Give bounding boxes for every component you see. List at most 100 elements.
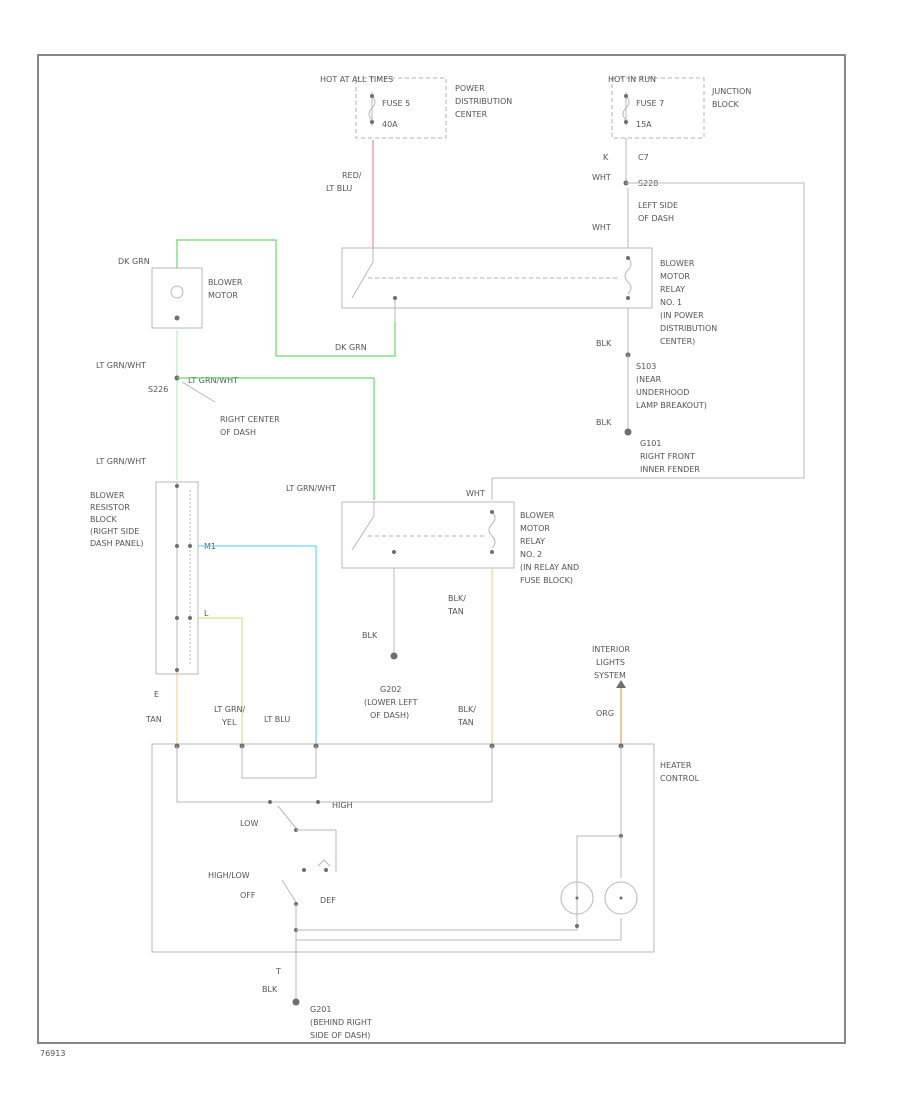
interior-lights-label: INTERIOR LIGHTS SYSTEM — [592, 645, 631, 680]
fuse-5-label: FUSE 5 — [382, 99, 410, 108]
svg-text:NO. 1: NO. 1 — [660, 298, 682, 307]
diagram-frame — [37, 54, 846, 1044]
svg-text:UNDERHOOD: UNDERHOOD — [636, 388, 689, 397]
blk-label-1: BLK — [596, 339, 612, 348]
interior-lights-arrow — [616, 680, 626, 688]
svg-text:DISTRIBUTION: DISTRIBUTION — [455, 97, 512, 106]
g202-label: G202 (LOWER LEFT OF DASH) — [364, 685, 418, 720]
hot-in-run-label: HOT IN RUN — [608, 75, 656, 84]
svg-text:BLOWER: BLOWER — [208, 278, 243, 287]
svg-text:NO. 2: NO. 2 — [520, 550, 542, 559]
blower-motor-relay-2-label: BLOWER MOTOR RELAY NO. 2 (IN RELAY AND F… — [520, 511, 579, 585]
pin-l-label: L — [204, 609, 209, 618]
svg-text:SIDE OF DASH): SIDE OF DASH) — [310, 1031, 370, 1040]
svg-text:RELAY: RELAY — [520, 537, 545, 546]
lt-grn-wht-label-4: LT GRN/WHT — [286, 484, 336, 493]
svg-text:(LOWER LEFT: (LOWER LEFT — [364, 698, 418, 707]
high-low-label: HIGH/LOW — [208, 871, 250, 880]
svg-text:DISTRIBUTION: DISTRIBUTION — [660, 324, 717, 333]
dk-grn-wire — [176, 239, 396, 357]
heater-control-label: HEATER CONTROL — [660, 761, 700, 783]
fuse-7-rating: 15A — [636, 120, 652, 129]
svg-text:RESISTOR: RESISTOR — [90, 503, 130, 512]
svg-text:OF DASH: OF DASH — [638, 214, 674, 223]
org-label: ORG — [596, 709, 614, 718]
svg-text:BLOWER: BLOWER — [520, 511, 555, 520]
svg-text:INNER FENDER: INNER FENDER — [640, 465, 700, 474]
svg-text:(IN RELAY AND: (IN RELAY AND — [520, 563, 579, 572]
wht-label-1: WHT — [592, 173, 611, 182]
svg-text:DASH PANEL): DASH PANEL) — [90, 539, 144, 548]
svg-text:RIGHT CENTER: RIGHT CENTER — [220, 415, 280, 424]
svg-text:(RIGHT SIDE: (RIGHT SIDE — [90, 527, 139, 536]
svg-text:MOTOR: MOTOR — [208, 291, 238, 300]
blk-label-4: BLK — [262, 985, 278, 994]
svg-text:G201: G201 — [310, 1005, 331, 1014]
wht-label-3: WHT — [466, 489, 485, 498]
red-wire-label: RED/ — [342, 171, 362, 180]
svg-text:OF DASH): OF DASH) — [370, 711, 409, 720]
lt-blu-label: LT BLU — [264, 715, 290, 724]
lt-grn-yel-label: LT GRN/ YEL — [214, 705, 246, 727]
svg-text:POWER: POWER — [455, 84, 485, 93]
g201-ground — [292, 998, 300, 1006]
fuse-7-label: FUSE 7 — [636, 99, 664, 108]
blower-motor-relay-1-label: BLOWER MOTOR RELAY NO. 1 (IN POWER DISTR… — [660, 259, 717, 346]
lt-blu-wire-label: LT BLU — [326, 184, 352, 193]
s103-label: S103 (NEAR UNDERHOOD LAMP BREAKOUT) — [636, 362, 707, 410]
power-distribution-center-label: POWER DISTRIBUTION CENTER — [455, 84, 512, 119]
pin-k-label: K — [603, 153, 609, 162]
dk-grn-label-2: DK GRN — [335, 343, 367, 352]
svg-text:LT GRN/: LT GRN/ — [214, 705, 246, 714]
svg-text:BLOWER: BLOWER — [90, 491, 125, 500]
svg-text:JUNCTION: JUNCTION — [711, 87, 751, 96]
lt-blu-wire — [198, 545, 317, 744]
high-label: HIGH — [332, 801, 353, 810]
blk-label-2: BLK — [596, 418, 612, 427]
fuse-5-box — [355, 77, 447, 139]
blower-motor-relay-1 — [341, 247, 653, 309]
svg-text:CENTER: CENTER — [455, 110, 488, 119]
svg-text:TAN: TAN — [447, 607, 464, 616]
lt-grn-wht-label-2: LT GRN/WHT — [188, 376, 238, 385]
svg-text:BLK/: BLK/ — [448, 594, 466, 603]
heater-control — [151, 743, 655, 953]
svg-text:G202: G202 — [380, 685, 401, 694]
wht-label-2: WHT — [592, 223, 611, 232]
svg-text:G101: G101 — [640, 439, 661, 448]
svg-text:BLOWER: BLOWER — [660, 259, 695, 268]
low-label: LOW — [240, 819, 258, 828]
blower-motor-label: BLOWER MOTOR — [208, 278, 243, 300]
svg-text:YEL: YEL — [221, 718, 237, 727]
lt-grn-wht-label-3: LT GRN/WHT — [96, 457, 146, 466]
wht-wire-to-relay-2 — [491, 182, 805, 500]
svg-text:CONTROL: CONTROL — [660, 774, 700, 783]
right-center-dash-label: RIGHT CENTER OF DASH — [220, 415, 280, 437]
svg-text:HEATER: HEATER — [660, 761, 692, 770]
dk-grn-label-1: DK GRN — [118, 257, 150, 266]
svg-text:LIGHTS: LIGHTS — [596, 658, 625, 667]
pin-e-label: E — [154, 690, 159, 699]
svg-text:SYSTEM: SYSTEM — [594, 671, 626, 680]
lt-grn-yel-wire — [198, 617, 243, 744]
svg-text:(BEHIND RIGHT: (BEHIND RIGHT — [310, 1018, 372, 1027]
blk-tan-label-1: BLK/ TAN — [447, 594, 466, 616]
fuse-7-box — [611, 77, 705, 139]
svg-text:BLOCK: BLOCK — [712, 100, 740, 109]
blk-tan-label-2: BLK/ TAN — [457, 705, 476, 727]
lt-grn-wht-wire-2 — [177, 377, 375, 500]
def-label: DEF — [320, 896, 336, 905]
g201-label: G201 (BEHIND RIGHT SIDE OF DASH) — [310, 1005, 372, 1040]
left-side-dash-label: LEFT SIDE OF DASH — [638, 201, 678, 223]
svg-text:TAN: TAN — [457, 718, 474, 727]
svg-text:S103: S103 — [636, 362, 656, 371]
blk-label-3: BLK — [362, 631, 378, 640]
svg-text:BLK/: BLK/ — [458, 705, 476, 714]
svg-text:MOTOR: MOTOR — [520, 524, 550, 533]
lt-grn-wht-label-1: LT GRN/WHT — [96, 361, 146, 370]
fuse-5-rating: 40A — [382, 120, 398, 129]
svg-text:MOTOR: MOTOR — [660, 272, 690, 281]
g101-label: G101 RIGHT FRONT INNER FENDER — [640, 439, 700, 474]
pin-t-label: T — [275, 967, 281, 976]
blower-resistor-block-label: BLOWER RESISTOR BLOCK (RIGHT SIDE DASH P… — [90, 491, 144, 548]
